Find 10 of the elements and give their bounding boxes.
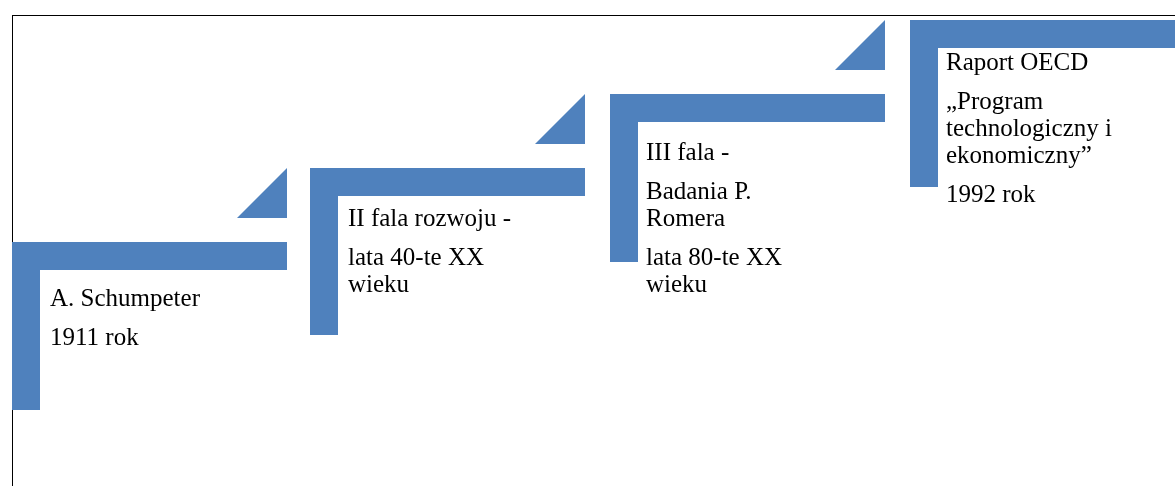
step-text: A. Schumpeter [50,284,201,311]
step-text: Badania P. Romera [646,177,753,231]
step-text: III fala - [646,138,731,165]
step-text: „Program technologiczny i ekonomiczny” [946,87,1113,168]
step-text: lata 80-te XX wieku [646,243,784,297]
step-text: 1911 rok [50,323,140,350]
step-text: 1992 rok [946,180,1037,207]
step-text: lata 40-te XX wieku [348,243,486,297]
step-text: Raport OECD [946,48,1090,75]
step-text: II fala rozwoju - [348,204,513,231]
